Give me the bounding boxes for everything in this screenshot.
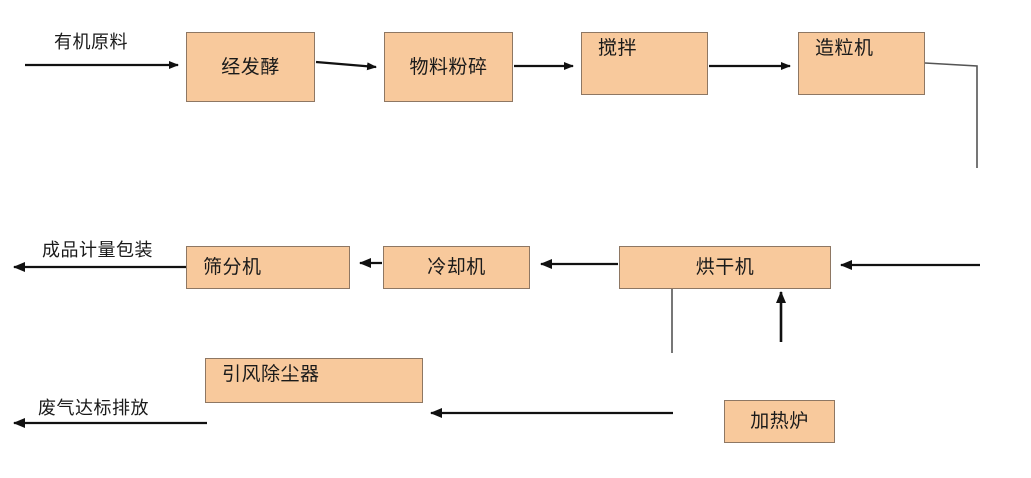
node-fermentation-label: 经发酵 xyxy=(221,55,280,78)
node-granulator-label: 造粒机 xyxy=(815,37,874,59)
node-granulator[interactable]: 造粒机 xyxy=(798,32,925,95)
node-crushing-label: 物料粉碎 xyxy=(409,55,488,78)
node-mixing[interactable]: 搅拌 xyxy=(581,32,708,95)
node-heating-furnace[interactable]: 加热炉 xyxy=(724,400,835,443)
node-dust-collector-label: 引风除尘器 xyxy=(222,363,320,385)
label-product-packing: 成品计量包装 xyxy=(42,240,153,261)
node-heating-furnace-label: 加热炉 xyxy=(750,410,809,432)
node-dryer[interactable]: 烘干机 xyxy=(619,246,831,289)
node-dryer-label: 烘干机 xyxy=(695,256,755,278)
edge-dryer-to-dust-collector xyxy=(430,289,673,418)
label-exhaust-release: 废气达标排放 xyxy=(38,398,149,419)
node-crushing[interactable]: 物料粉碎 xyxy=(384,32,513,102)
node-mixing-label: 搅拌 xyxy=(598,37,638,59)
node-screening-label: 筛分机 xyxy=(203,256,262,278)
label-raw-material: 有机原料 xyxy=(54,32,128,53)
edge-granulator-to-dryer xyxy=(924,62,978,168)
node-fermentation[interactable]: 经发酵 xyxy=(186,32,315,102)
node-dust-collector[interactable]: 引风除尘器 xyxy=(205,358,423,403)
node-cooler-label: 冷却机 xyxy=(427,256,486,278)
node-screening[interactable]: 筛分机 xyxy=(186,246,350,289)
edge-fermentation-to-crushing xyxy=(315,60,377,71)
node-cooler[interactable]: 冷却机 xyxy=(383,246,530,289)
